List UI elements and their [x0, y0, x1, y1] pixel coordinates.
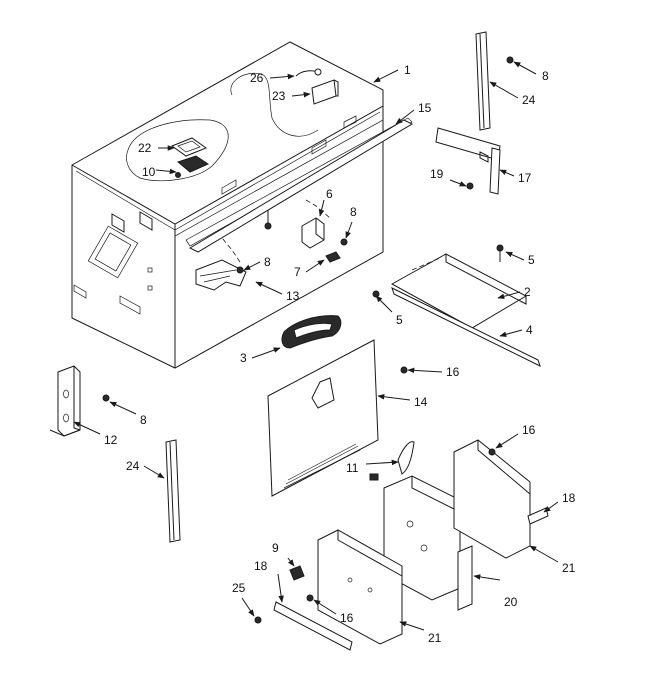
callout-15: 15 — [418, 101, 432, 115]
callout-12: 12 — [104, 433, 118, 447]
part-9-knob — [289, 565, 305, 581]
screw-16-bottom — [306, 594, 314, 602]
screw-25 — [254, 616, 262, 624]
leader-lines — [73, 61, 559, 631]
part-cabinet — [71, 41, 413, 369]
callout-25: 25 — [232, 581, 246, 595]
part-14-panel — [267, 339, 379, 497]
callout-21b: 21 — [428, 631, 442, 645]
part-2-rail — [372, 244, 528, 329]
callout-3: 3 — [240, 351, 247, 365]
part-13-harness — [195, 210, 272, 291]
callout-1: 1 — [404, 63, 411, 77]
callout-22: 22 — [138, 141, 152, 155]
callout-5a: 5 — [528, 253, 535, 267]
part-20-box — [383, 475, 473, 611]
part-18-right-slide — [527, 507, 549, 525]
callout-8b: 8 — [350, 205, 357, 219]
callout-9: 9 — [272, 541, 279, 555]
callout-5b: 5 — [396, 313, 403, 327]
callout-13: 13 — [286, 289, 300, 303]
part-17-bracket — [435, 127, 501, 195]
callout-20: 20 — [504, 595, 518, 609]
callout-23: 23 — [272, 89, 286, 103]
part-15-strip — [188, 119, 414, 253]
callout-7: 7 — [294, 265, 301, 279]
callout-10: 10 — [142, 165, 156, 179]
callout-24a: 24 — [522, 93, 536, 107]
part-21-right-panel — [453, 439, 531, 559]
callout-18a: 18 — [254, 559, 268, 573]
part-21-left-panel — [317, 529, 403, 645]
callout-labels: 1 2 3 4 5 5 6 7 8 8 8 8 9 10 11 12 13 14… — [104, 63, 576, 645]
callout-6: 6 — [326, 187, 333, 201]
callout-24b: 24 — [126, 459, 140, 473]
callout-8d: 8 — [140, 413, 147, 427]
part-22-control — [170, 137, 210, 178]
callout-16c: 16 — [340, 611, 354, 625]
callout-19: 19 — [430, 167, 444, 181]
callout-11: 11 — [346, 461, 359, 475]
callout-14: 14 — [414, 395, 428, 409]
callout-21a: 21 — [562, 561, 576, 575]
callout-18b: 18 — [562, 491, 576, 505]
part-6-bracket — [301, 199, 348, 263]
part-12-bracket — [49, 365, 110, 437]
part-11-cable — [369, 441, 415, 481]
part-3-handle — [281, 315, 342, 349]
part-24-right-rail — [475, 31, 514, 131]
callout-8a: 8 — [542, 69, 549, 83]
callout-2: 2 — [524, 285, 531, 299]
callout-16b: 16 — [522, 423, 536, 437]
callout-17: 17 — [518, 171, 532, 185]
screw-16-mid — [400, 366, 408, 374]
callout-26: 26 — [250, 71, 264, 85]
callout-4: 4 — [526, 323, 533, 337]
callout-8c: 8 — [264, 255, 271, 269]
callout-16a: 16 — [446, 365, 460, 379]
part-26-23 — [295, 68, 339, 105]
part-18-left-slide — [273, 601, 353, 651]
part-4-slide — [391, 287, 541, 367]
part-24-left-rail — [165, 439, 181, 543]
